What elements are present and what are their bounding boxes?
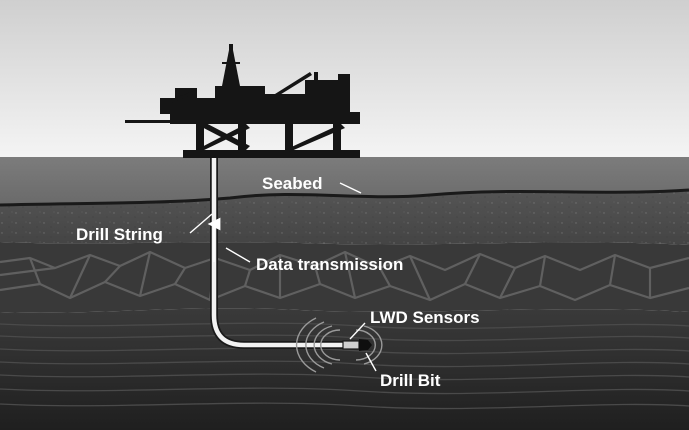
lwd-sensor-tool bbox=[342, 340, 360, 350]
seabed-label: Seabed bbox=[262, 174, 322, 193]
strata-lines bbox=[0, 322, 689, 410]
oil-platform bbox=[125, 44, 360, 158]
drill-bit bbox=[359, 339, 372, 351]
sea-water bbox=[0, 157, 689, 205]
leader-lines bbox=[189, 182, 377, 372]
data-transmission-label: Data transmission bbox=[256, 255, 403, 274]
rock-layer bbox=[0, 242, 689, 313]
lwd-sensors-label: LWD Sensors bbox=[370, 308, 480, 327]
drill-bit-label: Drill Bit bbox=[380, 371, 441, 390]
seabed-line bbox=[0, 188, 689, 207]
deep-strata bbox=[0, 308, 689, 430]
sensor-waves bbox=[295, 317, 383, 373]
drill-string-label: Drill String bbox=[76, 225, 163, 244]
